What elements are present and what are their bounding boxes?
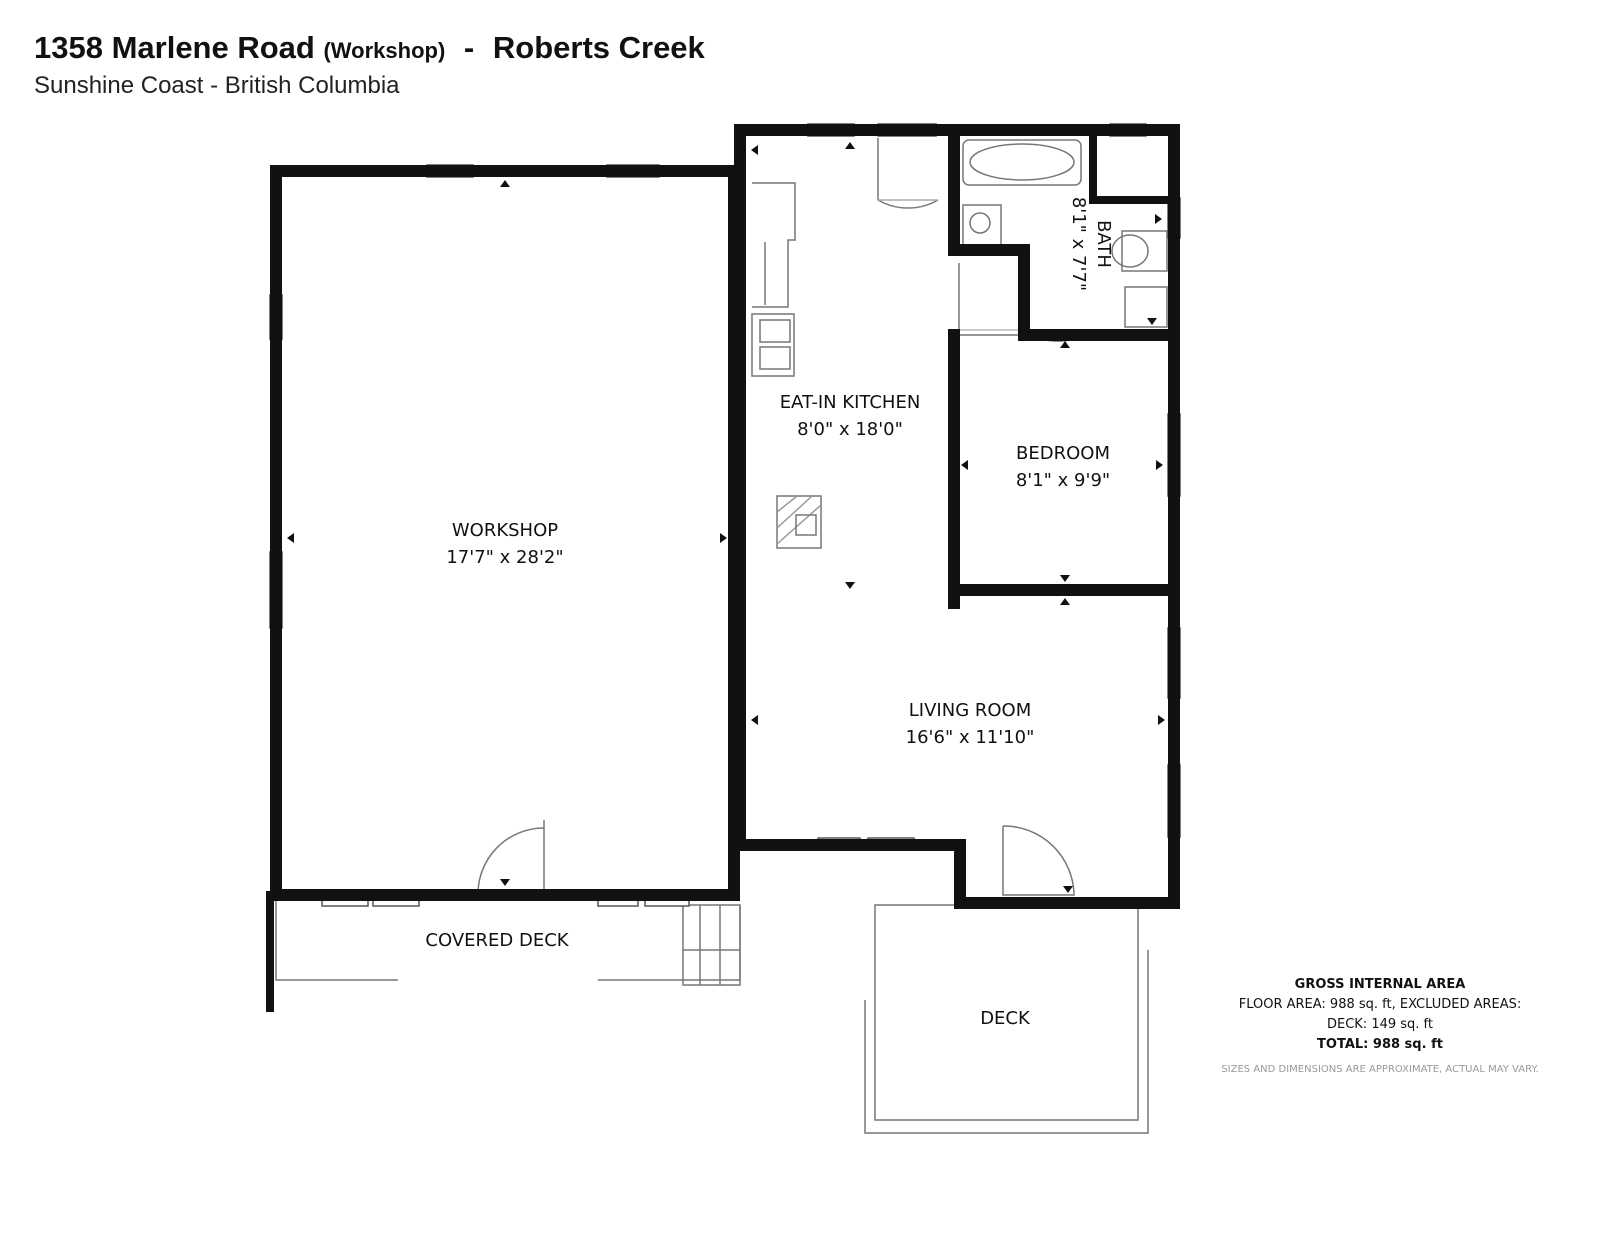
deck-name: DECK bbox=[980, 1008, 1031, 1029]
total-area-line: TOTAL: 988 sq. ft bbox=[1317, 1037, 1443, 1052]
kitchen-dims: 8'0" x 18'0" bbox=[797, 419, 903, 440]
covered-deck-name: COVERED DECK bbox=[425, 930, 569, 951]
walls bbox=[266, 124, 1180, 1012]
header: 1358 Marlene Road (Workshop) - Roberts C… bbox=[34, 30, 705, 100]
address: 1358 Marlene Road bbox=[34, 30, 315, 65]
bedroom-dims: 8'1" x 9'9" bbox=[1016, 470, 1110, 491]
bedroom-name: BEDROOM bbox=[1016, 443, 1110, 464]
kitchen-name: EAT-IN KITCHEN bbox=[780, 392, 921, 413]
bath-dims: 8'1" x 7'7" bbox=[1068, 197, 1089, 291]
disclaimer-note: SIZES AND DIMENSIONS ARE APPROXIMATE, AC… bbox=[1221, 1064, 1538, 1075]
living-name: LIVING ROOM bbox=[909, 700, 1031, 721]
floor-area-line: FLOOR AREA: 988 sq. ft, EXCLUDED AREAS: bbox=[1239, 997, 1522, 1012]
workshop-dims: 17'7" x 28'2" bbox=[446, 547, 563, 568]
deck-area-line: DECK: 149 sq. ft bbox=[1327, 1017, 1433, 1032]
bath-name: BATH bbox=[1093, 220, 1114, 268]
windows bbox=[269, 123, 1181, 907]
area-title: GROSS INTERNAL AREA bbox=[1295, 977, 1466, 992]
bath-label-group: BATH 8'1" x 7'7" bbox=[1068, 197, 1114, 291]
title-separator: - bbox=[463, 30, 475, 65]
area-name: Roberts Creek bbox=[492, 30, 705, 65]
fireplace bbox=[776, 495, 822, 549]
plan-title: 1358 Marlene Road (Workshop) - Roberts C… bbox=[34, 30, 705, 66]
wall-ticks bbox=[287, 142, 1165, 893]
workshop-name: WORKSHOP bbox=[452, 520, 558, 541]
thin-outlines bbox=[275, 138, 1168, 1134]
living-dims: 16'6" x 11'10" bbox=[906, 727, 1035, 748]
bathtub bbox=[962, 139, 1082, 186]
area-summary: GROSS INTERNAL AREA FLOOR AREA: 988 sq. … bbox=[1221, 977, 1538, 1075]
qualifier: (Workshop) bbox=[323, 38, 446, 63]
region-subtitle: Sunshine Coast - British Columbia bbox=[34, 72, 400, 99]
